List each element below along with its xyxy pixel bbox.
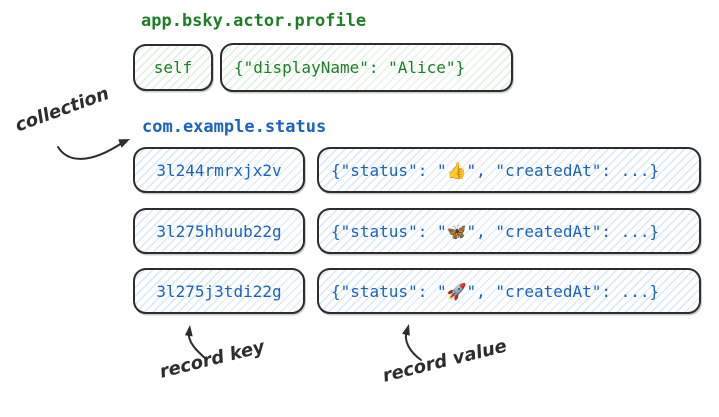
status-record-key-box: 3l244rmrxjx2v bbox=[133, 147, 305, 193]
profile-record-key: self bbox=[153, 58, 193, 77]
status-record-value: {"status": "🚀", "createdAt": ...} bbox=[331, 281, 660, 301]
profile-record-value-box: {"displayName": "Alice"} bbox=[220, 43, 513, 92]
status-record-key: 3l275hhuub22g bbox=[156, 221, 282, 241]
status-collection-name: com.example.status bbox=[142, 117, 327, 137]
status-record-value-box: {"status": "🦋", "createdAt": ...} bbox=[317, 208, 701, 254]
status-record-value: {"status": "🦋", "createdAt": ...} bbox=[331, 221, 660, 241]
status-record-value-box: {"status": "👍", "createdAt": ...} bbox=[317, 147, 701, 193]
status-record-value: {"status": "👍", "createdAt": ...} bbox=[331, 160, 660, 180]
profile-collection-name: app.bsky.actor.profile bbox=[141, 11, 367, 31]
status-record-key-box: 3l275hhuub22g bbox=[133, 208, 305, 254]
record-value-arrow bbox=[402, 324, 422, 361]
profile-record-key-box: self bbox=[133, 44, 213, 91]
collection-arrow bbox=[57, 139, 130, 160]
record-value-annotation-label: record value bbox=[380, 335, 509, 387]
record-key-annotation-label: record key bbox=[157, 336, 267, 383]
collection-annotation-label: collection bbox=[12, 83, 112, 137]
status-record-value-box: {"status": "🚀", "createdAt": ...} bbox=[317, 268, 701, 314]
status-record-key: 3l244rmrxjx2v bbox=[156, 160, 282, 180]
profile-record-value: {"displayName": "Alice"} bbox=[234, 58, 466, 77]
status-record-key-box: 3l275j3tdi22g bbox=[133, 268, 305, 314]
status-record-key: 3l275j3tdi22g bbox=[156, 281, 282, 301]
